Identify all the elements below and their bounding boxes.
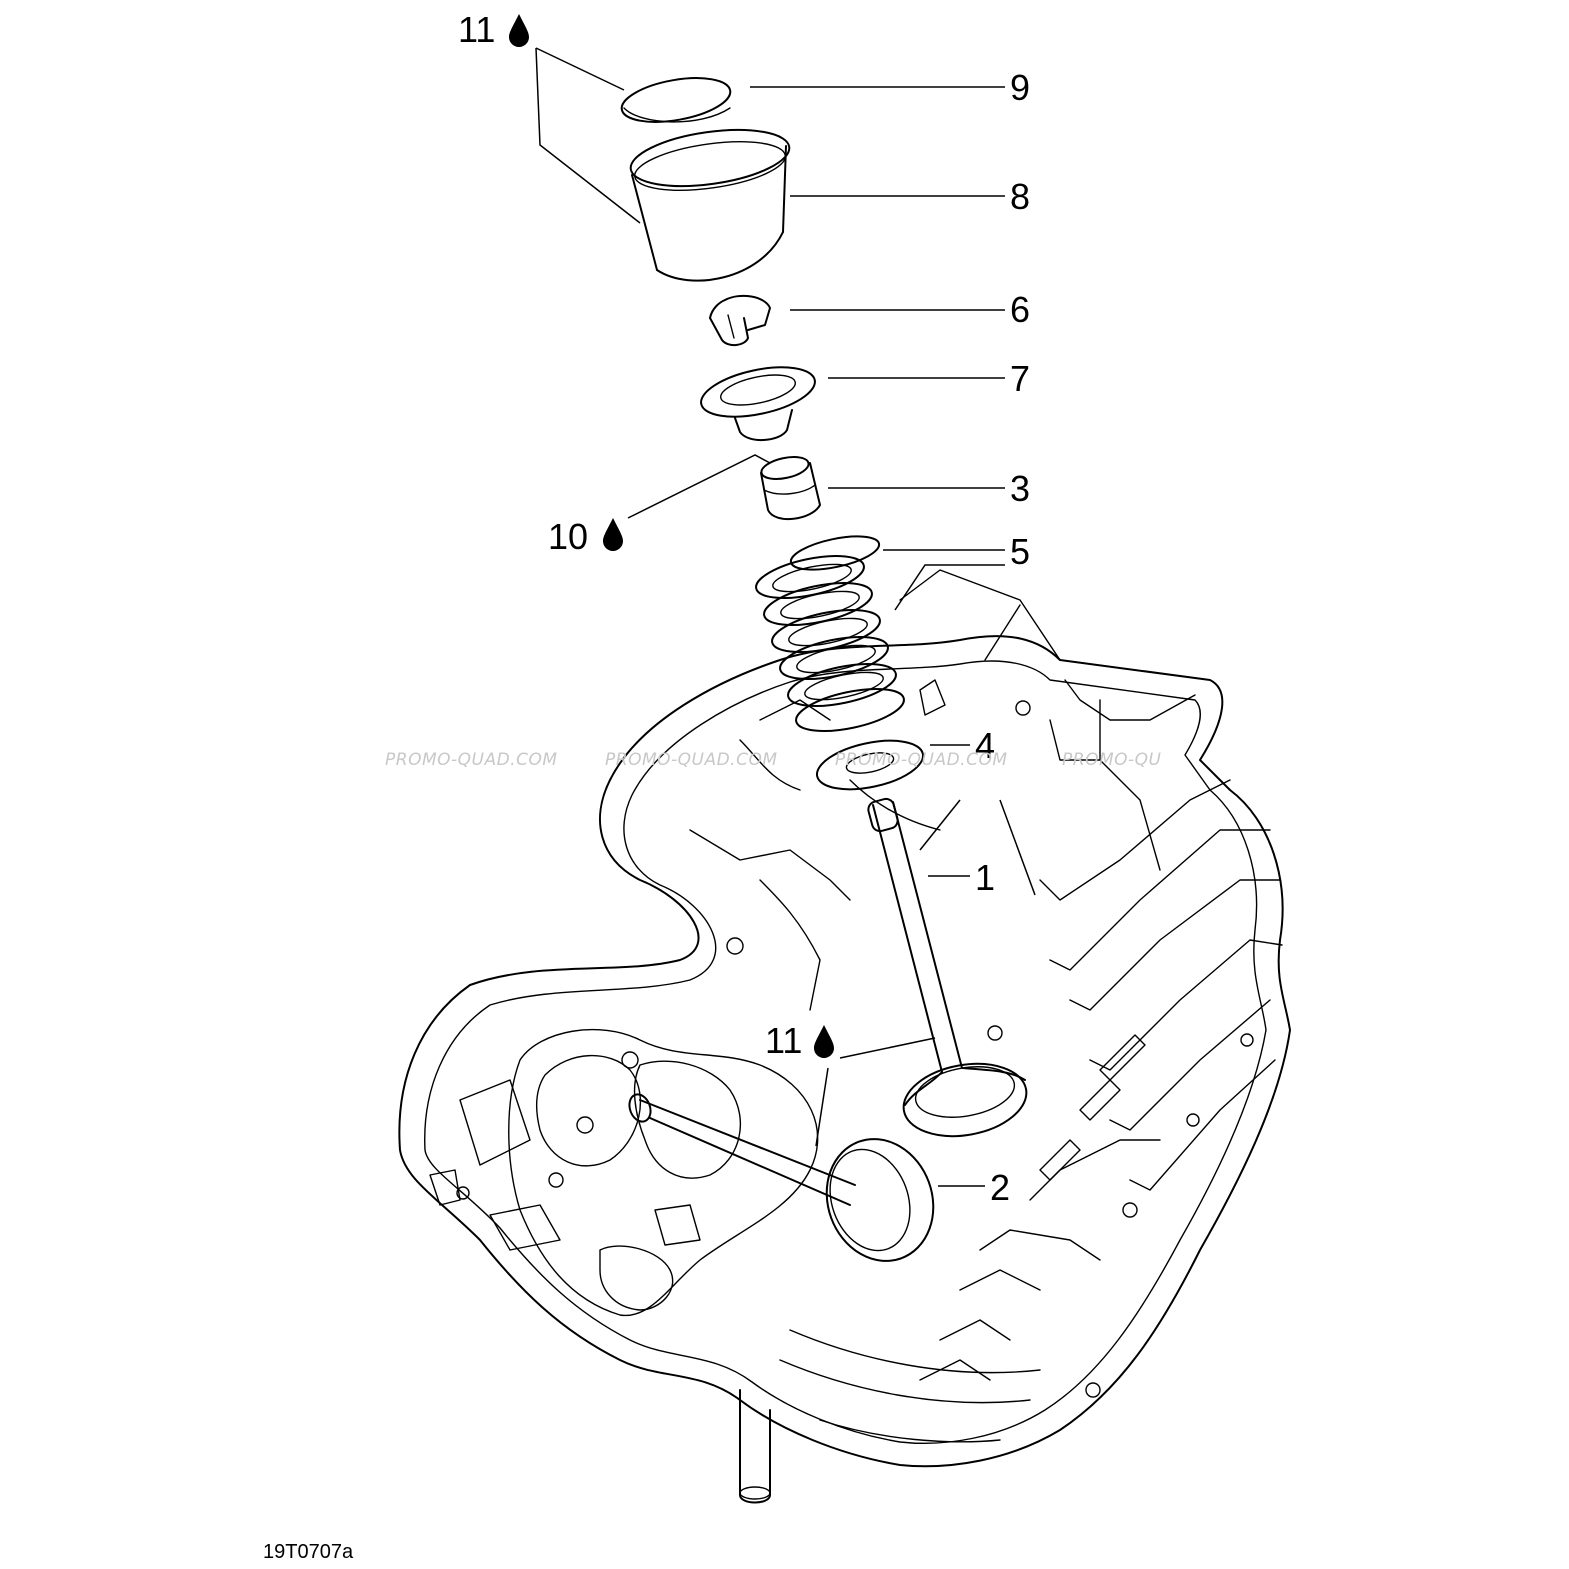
callout-1: 1 (975, 857, 995, 898)
callout-9: 9 (1010, 67, 1030, 108)
callout-4: 4 (975, 725, 995, 766)
part-5-valve-spring (755, 535, 905, 732)
part-2-valve (628, 1093, 935, 1262)
watermark-text: PROMO-QUAD.COM (385, 750, 558, 770)
callout-10: 10 (548, 516, 588, 557)
watermark-text: PROMO-QUAD.COM (605, 750, 778, 770)
oil-drop-icon (509, 14, 529, 47)
callout-3: 3 (1010, 468, 1030, 509)
part-1-valve (867, 797, 1028, 1138)
part-7-spring-retainer (700, 366, 816, 441)
part-3-valve-stem-seal (760, 456, 821, 521)
callout-11-mid: 11 (765, 1020, 802, 1061)
callout-5: 5 (1010, 531, 1030, 572)
cylinder-head (398, 569, 1291, 1504)
callout-2: 2 (990, 1167, 1010, 1208)
part-6-valve-keys (709, 294, 771, 346)
part-9-shim (620, 77, 732, 123)
diagram-reference-code: 19T0707a (263, 1541, 354, 1563)
watermark-text: PROMO-QUAD.COM (835, 750, 1008, 770)
callout-11-top: 11 (458, 9, 495, 50)
part-8-tappet-bucket (629, 128, 791, 282)
part-4-spring-seat (815, 739, 925, 791)
leader-lines (535, 47, 1036, 1187)
oil-drop-icon (603, 518, 623, 551)
watermark-text: PROMO-QU (1062, 750, 1162, 770)
callout-8: 8 (1010, 176, 1030, 217)
callout-6: 6 (1010, 289, 1030, 330)
callout-7: 7 (1010, 358, 1030, 399)
oil-drop-icon (814, 1025, 834, 1058)
